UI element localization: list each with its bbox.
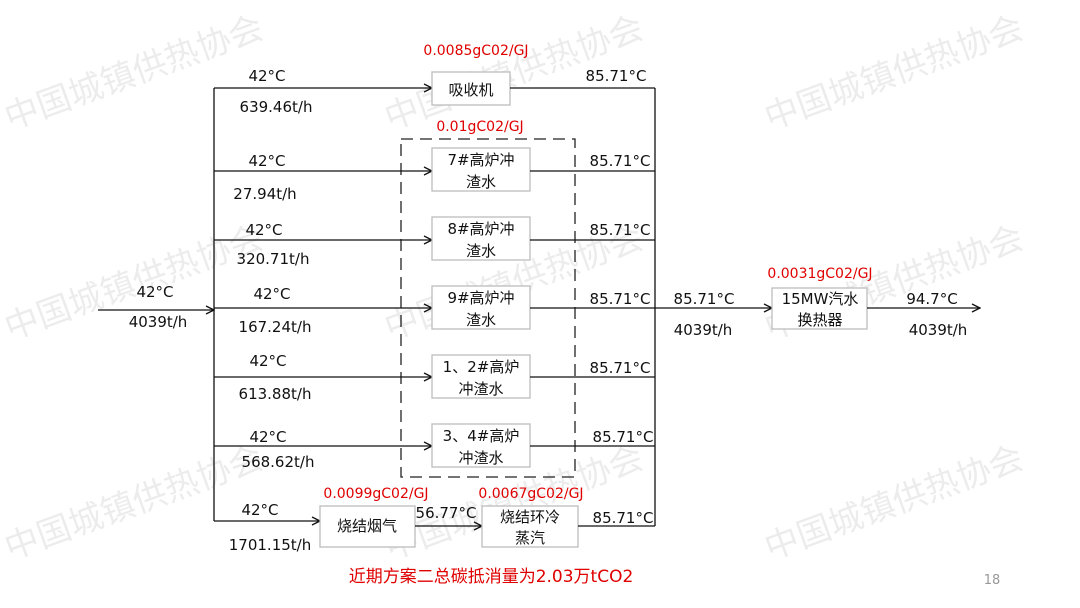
svg-text:中国城镇供热协会: 中国城镇供热协会: [0, 8, 269, 139]
branch-9: 42°C 167.24t/h 9#高炉冲 渣水 85.71°C: [214, 285, 655, 336]
exchanger-factor: 0.0031gC02/GJ: [767, 266, 872, 282]
branch-temp: 42°C: [241, 501, 278, 519]
svg-text:中国城镇供热协会: 中国城镇供热协会: [759, 438, 1028, 569]
unit-box: [431, 147, 531, 192]
unit-box: [431, 354, 531, 399]
slag-group-factor: 0.01gC02/GJ: [436, 119, 523, 135]
flue-gas-label: 烧结烟气: [337, 517, 397, 535]
flue-gas-factor: 0.0099gC02/GJ: [323, 486, 428, 502]
branch-temp: 42°C: [249, 428, 286, 446]
unit-box: [431, 423, 531, 468]
unit-box: [431, 216, 531, 261]
unit-label: 7#高炉冲: [447, 151, 514, 169]
branch-flow: 27.94t/h: [233, 185, 296, 203]
unit-label: 3、4#高炉: [443, 427, 520, 445]
ring-cool-box: [481, 505, 579, 548]
branch-out-temp: 85.71°C: [593, 428, 654, 446]
unit-label: 1、2#高炉: [443, 358, 520, 376]
branch-temp: 42°C: [248, 152, 285, 170]
svg-text:中国城镇供热协会: 中国城镇供热协会: [759, 8, 1028, 139]
mid-temp: 56.77°C: [416, 504, 477, 522]
ring-cool-label: 烧结环冷: [500, 508, 560, 526]
branch-flow: 613.88t/h: [239, 385, 312, 403]
merged-temp: 85.71°C: [674, 290, 735, 308]
inlet-temp: 42°C: [136, 283, 173, 301]
branch-temp: 42°C: [248, 67, 285, 85]
unit-label: 冲渣水: [458, 449, 503, 467]
absorber-box: [431, 71, 511, 106]
unit-label: 9#高炉冲: [447, 289, 514, 307]
inlet-flow: 4039t/h: [129, 313, 188, 331]
branch-3-4: 42°C 568.62t/h 3、4#高炉 冲渣水 85.71°C: [214, 423, 655, 471]
unit-label: 渣水: [466, 242, 496, 260]
branch-flow: 167.24t/h: [239, 318, 312, 336]
branch-flow: 1701.15t/h: [229, 536, 311, 554]
absorber-label: 吸收机: [448, 81, 493, 99]
branch-temp: 42°C: [245, 221, 282, 239]
branch-out-temp: 85.71°C: [590, 290, 651, 308]
unit-label: 冲渣水: [458, 380, 503, 398]
merged-flow: 4039t/h: [674, 321, 733, 339]
branch-7: 42°C 27.94t/h 7#高炉冲 渣水 85.71°C: [214, 147, 655, 203]
unit-label: 渣水: [466, 173, 496, 191]
summary-text: 近期方案二总碳抵消量为2.03万tCO2: [349, 567, 634, 587]
absorber-factor: 0.0085gC02/GJ: [423, 43, 528, 59]
branch-temp: 42°C: [253, 285, 290, 303]
branch-flow: 568.62t/h: [242, 453, 315, 471]
branch-1-2: 42°C 613.88t/h 1、2#高炉 冲渣水 85.71°C: [214, 352, 655, 403]
branch-out-temp: 85.71°C: [593, 509, 654, 527]
unit-label: 渣水: [466, 311, 496, 329]
branch-out-temp: 85.71°C: [590, 359, 651, 377]
branch-flow: 320.71t/h: [237, 250, 310, 268]
unit-label: 8#高炉冲: [447, 220, 514, 238]
branch-temp: 42°C: [249, 352, 286, 370]
outlet-temp: 94.7°C: [906, 290, 957, 308]
branch-8: 42°C 320.71t/h 8#高炉冲 渣水 85.71°C: [214, 216, 655, 268]
page-number: 18: [984, 573, 1001, 588]
outlet-flow: 4039t/h: [909, 321, 968, 339]
branch-out-temp: 85.71°C: [586, 67, 647, 85]
ring-cool-label: 蒸汽: [515, 529, 545, 547]
exchanger-box: [771, 287, 868, 330]
branch-out-temp: 85.71°C: [590, 221, 651, 239]
ring-cool-factor: 0.0067gC02/GJ: [478, 486, 583, 502]
exchanger-label: 15MW汽水: [782, 290, 859, 308]
exchanger-label: 换热器: [797, 311, 842, 329]
branch-sinter: 42°C 1701.15t/h 0.0099gC02/GJ 烧结烟气 56.77…: [214, 486, 656, 554]
branch-flow: 639.46t/h: [240, 98, 313, 116]
branch-out-temp: 85.71°C: [590, 152, 651, 170]
